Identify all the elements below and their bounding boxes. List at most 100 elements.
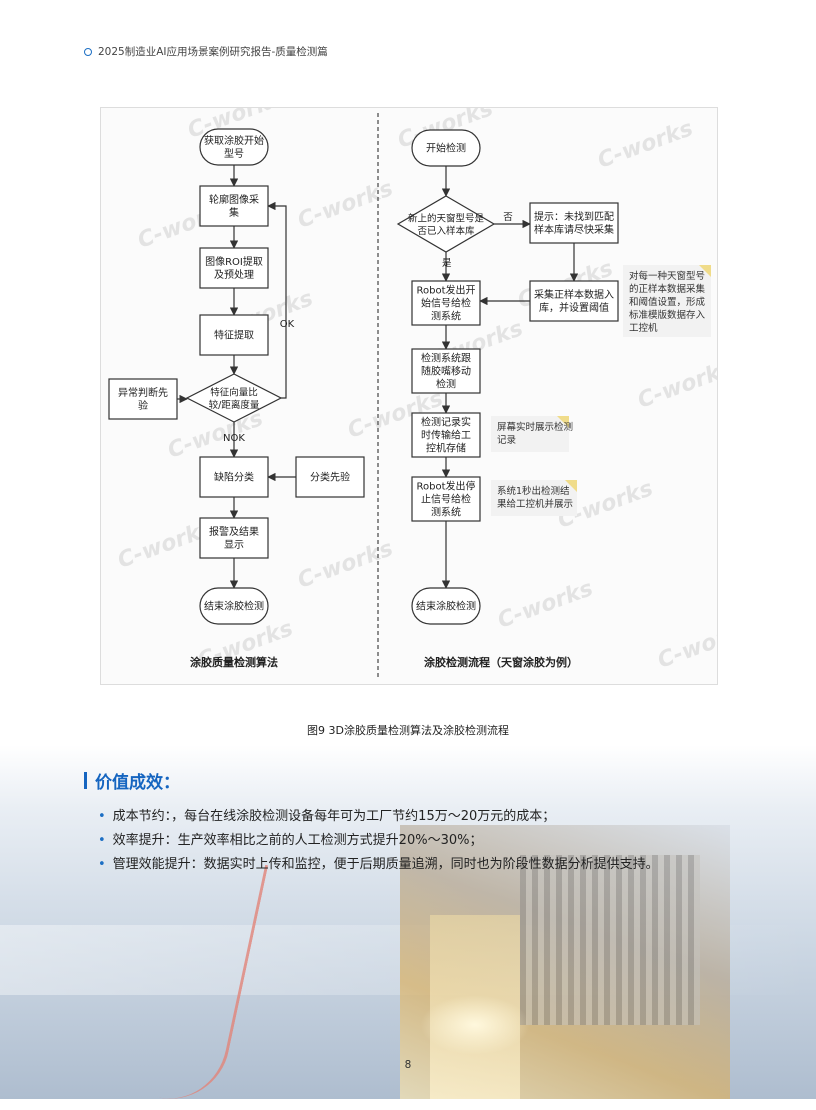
ok-label: OK xyxy=(280,319,295,330)
node-end-left xyxy=(199,587,269,625)
node-robot-stop-label: 测系统 xyxy=(431,506,461,519)
note-template xyxy=(623,265,711,337)
node-defect-classify xyxy=(199,456,269,498)
note-template-label: 和阈值设置，形成 xyxy=(629,296,706,308)
node-robot-start xyxy=(411,280,481,326)
node-feature-compare xyxy=(185,373,283,423)
node-record-transfer-label: 时传输给工 xyxy=(421,429,471,442)
node-follow-detect-label: 随胶嘴移动 xyxy=(421,365,471,378)
node-start-left-label: 获取涂胶开始 xyxy=(204,134,264,147)
section-heading: 价值成效： xyxy=(84,768,180,793)
value-bullet-list: •成本节约：，每台在线涂胶检测设备每年可为工厂节约15万～20万元的成本； •效… xyxy=(98,805,659,877)
header-title: 2025制造业AI应用场景案例研究报告-质量检测篇 xyxy=(98,46,328,58)
report-header: 2025制造业AI应用场景案例研究报告-质量检测篇 xyxy=(84,44,328,59)
bullet-dot-icon: • xyxy=(98,857,106,872)
watermark: C-works xyxy=(595,116,697,173)
node-abnormal-prior-label: 验 xyxy=(138,399,148,412)
node-end-left-label: 结束涂胶检测 xyxy=(204,600,264,613)
node-record-transfer xyxy=(411,412,481,458)
node-hint-collect-label: 提示：未找到匹配 xyxy=(534,210,614,223)
list-item: • 成本节约：，每台在线涂胶检测设备每年可为工厂节约15万～20万元的成本； xyxy=(98,805,659,829)
node-start-left xyxy=(199,128,269,166)
node-defect-classify-label: 缺陷分类 xyxy=(214,471,254,484)
node-feature-compare-label: 较/距离度量 xyxy=(209,399,260,411)
bullet-dot-icon: • xyxy=(98,809,106,824)
node-robot-stop xyxy=(411,476,481,522)
note-result-tag xyxy=(565,480,577,492)
node-contour-capture-label: 集 xyxy=(229,206,239,219)
node-abnormal-prior-label: 异常判断先 xyxy=(118,386,168,399)
note-result-label: 系统1秒出检测结 xyxy=(497,485,570,497)
node-roi-extract xyxy=(199,247,269,289)
node-roi-extract-label: 图像ROI提取 xyxy=(205,256,263,268)
node-sample-check-label: 否已入样本库 xyxy=(417,225,475,237)
note-template-label: 工控机 xyxy=(629,322,658,334)
node-robot-start-label: 始信号给检 xyxy=(421,297,471,310)
bullet-text: 效率提升：生产效率相比之前的人工检测方式提升20%～30%； xyxy=(112,833,483,848)
node-end-right-label: 结束涂胶检测 xyxy=(416,600,476,613)
yes-label: 是 xyxy=(442,258,452,269)
node-hint-collect-label: 样本库请尽快采集 xyxy=(534,223,614,236)
watermark: C-works xyxy=(635,356,717,413)
node-feature-compare-label: 特征向量比 xyxy=(210,386,258,398)
node-robot-stop-label: Robot发出停 xyxy=(416,480,475,493)
node-sample-check-label: 新上的天窗型号是 xyxy=(408,212,485,224)
node-feature-extract xyxy=(199,314,269,356)
bullet-text: 成本节约：，每台在线涂胶检测设备每年可为工厂节约15万～20万元的成本； xyxy=(112,809,556,824)
node-sample-check xyxy=(396,195,496,253)
section-title: 价值成效： xyxy=(95,773,180,793)
node-end-right xyxy=(411,587,481,625)
no-label: 否 xyxy=(503,212,513,223)
bg-glow xyxy=(420,995,530,1055)
note-screen xyxy=(491,416,569,452)
node-roi-extract-label: 及预处理 xyxy=(214,269,254,281)
node-follow-detect-label: 检测系统跟 xyxy=(421,352,471,365)
node-robot-start-label: Robot发出开 xyxy=(416,284,475,297)
node-alarm-display-label: 报警及结果 xyxy=(209,525,259,538)
note-screen-tag xyxy=(557,416,569,428)
page-number: 8 xyxy=(404,1059,412,1071)
node-alarm-display-label: 显示 xyxy=(224,539,244,551)
node-contour-capture xyxy=(199,185,269,227)
header-bullet-icon xyxy=(84,47,92,56)
background-image xyxy=(0,745,816,1110)
note-template-label: 对每一种天窗型号 xyxy=(629,270,705,282)
watermark: C-works xyxy=(165,406,267,463)
note-template-label: 的正样本数据采集 xyxy=(629,283,706,295)
node-robot-start-label: 测系统 xyxy=(431,310,461,323)
node-robot-stop-label: 止信号给检 xyxy=(421,493,471,506)
node-follow-detect xyxy=(411,348,481,394)
note-result-label: 果给工控机并展示 xyxy=(497,498,573,510)
node-classify-prior xyxy=(295,456,365,498)
node-feature-extract-label: 特征提取 xyxy=(214,330,254,342)
watermark: C-works xyxy=(655,616,717,673)
bullet-text: 管理效能提升：数据实时上传和监控，便于后期质量追溯，同时也为阶段性数据分析提供支… xyxy=(112,857,659,872)
bg-machine-detail xyxy=(520,855,700,1025)
list-item: •效率提升：生产效率相比之前的人工检测方式提升20%～30%； xyxy=(98,829,659,853)
note-template-label: 标准模版数据存入 xyxy=(629,309,706,321)
note-screen-label: 记录 xyxy=(497,434,517,446)
node-abnormal-prior xyxy=(108,378,178,420)
note-result xyxy=(491,480,577,516)
figure-caption: 图9 3D涂胶质量检测算法及涂胶检测流程 xyxy=(307,724,509,737)
left-flow-title: 涂胶质量检测算法 xyxy=(190,655,278,669)
right-flow-title: 涂胶检测流程（天窗涂胶为例） xyxy=(424,655,578,669)
node-collect-samples-label: 库，并设置阈值 xyxy=(539,301,609,314)
node-collect-samples-label: 采集正样本数据入 xyxy=(534,288,614,301)
node-classify-prior-label: 分类先验 xyxy=(310,471,350,484)
node-start-right-label: 开始检测 xyxy=(426,142,466,155)
node-alarm-display xyxy=(199,517,269,559)
watermark: C-works xyxy=(495,576,597,633)
node-start-left-label: 型号 xyxy=(224,147,244,160)
watermark: C-works xyxy=(295,536,397,593)
nok-label: NOK xyxy=(223,433,245,444)
node-contour-capture-label: 轮廓图像采 xyxy=(209,193,259,206)
watermark: C-works xyxy=(295,176,397,233)
note-screen-label: 屏幕实时展示检测 xyxy=(497,421,573,433)
node-record-transfer-label: 检测记录实 xyxy=(421,416,471,429)
node-record-transfer-label: 控机存储 xyxy=(426,442,466,455)
note-template-tag xyxy=(699,265,711,277)
edge-l-ok xyxy=(267,201,287,399)
